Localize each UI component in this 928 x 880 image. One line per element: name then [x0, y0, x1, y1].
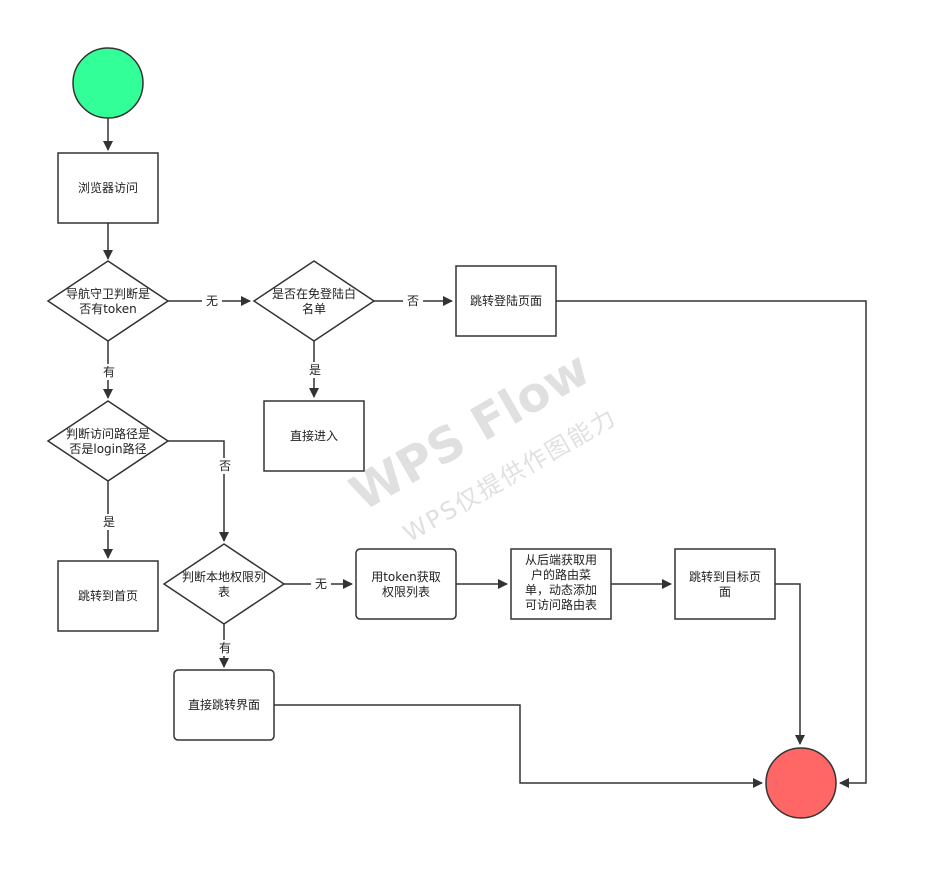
node-texts: 浏览器访问 导航守卫判断是 否有token 是否在免登陆白 名单 跳转登陆页面 … [66, 180, 761, 712]
text-whitelist-2: 名单 [302, 301, 326, 316]
text-goto-target-1: 跳转到目标页 [689, 569, 761, 584]
edge-islogin-localperm [168, 440, 229, 542]
text-whitelist-1: 是否在免登陆白 [272, 286, 356, 301]
text-is-login-1: 判断访问路径是 [66, 426, 150, 441]
end-node[interactable] [765, 747, 837, 819]
text-direct-jump: 直接跳转界面 [188, 697, 260, 712]
text-backend-3: 单，动态添加 [525, 583, 597, 597]
node-is-login-diamond[interactable] [46, 400, 170, 482]
text-local-perm-1: 判断本地权限列 [182, 569, 266, 584]
node-direct-enter-box[interactable] [263, 400, 365, 472]
edge-labels: 无 否 是 有 是 否 无 有 [99, 293, 423, 656]
text-local-perm-2: 表 [218, 585, 230, 599]
edge-login-end [556, 300, 867, 788]
label-not-login: 否 [219, 459, 231, 473]
node-get-perm-box[interactable] [355, 548, 457, 620]
edge-jump-end [274, 704, 763, 788]
text-backend-4: 可访问路由表 [525, 597, 597, 612]
node-whitelist-diamond[interactable] [252, 260, 376, 342]
edge-target-end [775, 583, 805, 745]
text-backend-1: 从后端获取用 [525, 553, 597, 567]
node-browser-box[interactable] [57, 152, 159, 224]
label-is-login: 是 [103, 515, 115, 529]
text-get-perm-2: 权限列表 [382, 585, 430, 599]
text-goto-login: 跳转登陆页面 [470, 293, 542, 308]
node-has-token-diamond[interactable] [46, 260, 170, 342]
text-goto-home: 跳转到首页 [78, 588, 138, 603]
text-has-token-1: 导航守卫判断是 [66, 286, 150, 301]
label-has-local-perm: 有 [219, 641, 231, 655]
text-backend-2: 户的路由菜 [531, 567, 591, 582]
text-browser: 浏览器访问 [78, 180, 138, 195]
node-backend-box[interactable] [510, 548, 612, 620]
label-in-whitelist: 是 [309, 363, 321, 377]
node-goto-home-box[interactable] [57, 560, 159, 632]
start-node[interactable] [72, 47, 144, 119]
node-goto-login-box[interactable] [455, 265, 557, 337]
text-goto-target-2: 面 [719, 585, 731, 599]
label-no-local-perm: 无 [315, 577, 327, 591]
text-get-perm-1: 用token获取 [371, 570, 441, 584]
text-direct-enter: 直接进入 [290, 428, 338, 443]
text-is-login-2: 否是login路径 [69, 441, 146, 456]
label-no-token: 无 [206, 294, 218, 308]
text-has-token-2: 否有token [79, 302, 137, 316]
label-has-token: 有 [103, 365, 115, 379]
label-not-in-whitelist: 否 [407, 294, 419, 308]
watermark: WPS Flow WPS仅提供作图能力 [341, 341, 622, 548]
node-direct-jump-box[interactable] [173, 669, 275, 741]
node-local-perm-diamond[interactable] [162, 543, 286, 625]
node-goto-target-box[interactable] [674, 548, 776, 620]
